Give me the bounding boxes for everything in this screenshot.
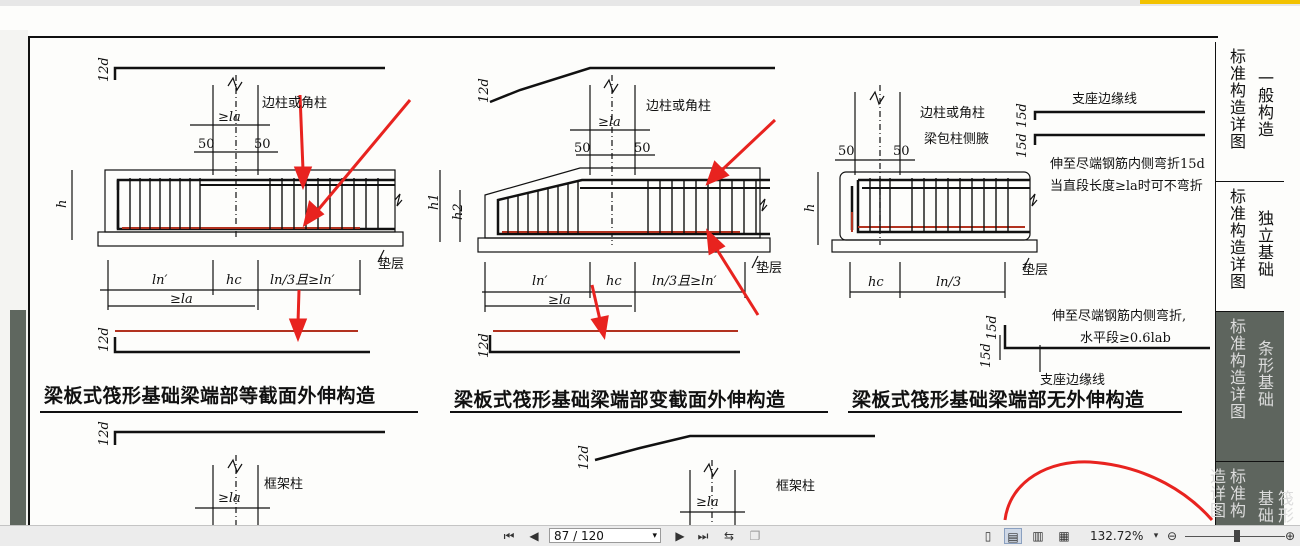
label-12d: 12d	[97, 57, 112, 82]
label-15d: 15d	[979, 343, 994, 368]
label-15d: 15d	[985, 315, 1000, 340]
label-edge-corner-column: 边柱或角柱	[646, 99, 711, 114]
drawing-frame	[28, 36, 1218, 533]
document-page	[0, 6, 1300, 525]
label-ln-prime: ln′	[152, 273, 168, 288]
note-straight-length: 当直段长度≥la时可不弯折	[1050, 178, 1203, 194]
tab-right-label: 条形基础	[1255, 340, 1274, 408]
label-ln-prime: ln′	[532, 274, 548, 289]
tab-right-label: 筏形基础	[1255, 490, 1294, 524]
rotate-icon[interactable]: ⇆	[723, 529, 735, 543]
label-h: h	[55, 200, 70, 208]
tab-right-label: 独立基础	[1255, 210, 1274, 278]
label-edge-corner-column: 边柱或角柱	[262, 96, 327, 111]
label-la: ≥la	[218, 110, 241, 125]
label-12d: 12d	[97, 327, 112, 352]
label-h2: h2	[451, 203, 466, 220]
grid-view-icon[interactable]: ▦	[1058, 529, 1070, 543]
label-50: 50	[198, 137, 215, 152]
tab-left-label: 标准构造详图	[1227, 48, 1246, 150]
diagram-no-extension	[817, 85, 1210, 372]
page-number-input[interactable]: 87 / 120 ▾	[549, 528, 661, 543]
chapter-tab-isolated[interactable]: 标准构造详图 独立基础	[1216, 182, 1284, 312]
tab-left-label: 标准构造详图	[1227, 318, 1246, 420]
label-15d: 15d	[1015, 103, 1030, 128]
label-frame-column: 框架柱	[264, 477, 303, 492]
tab-left-label: 标准构造详图	[1207, 468, 1246, 519]
tab-left-label: 标准构造详图	[1227, 188, 1246, 290]
label-50: 50	[893, 144, 910, 159]
label-h1: h1	[427, 193, 442, 210]
chevron-down-icon[interactable]: ▾	[652, 531, 657, 541]
label-la: ≥la	[696, 495, 719, 510]
label-la: ≥la	[218, 491, 241, 506]
label-cushion: 垫层	[1022, 262, 1048, 278]
zoom-in-icon[interactable]: ⊕	[1284, 529, 1296, 543]
label-50: 50	[574, 141, 591, 156]
label-50: 50	[838, 144, 855, 159]
label-50: 50	[254, 137, 271, 152]
label-12d: 12d	[577, 445, 592, 470]
label-la: ≥la	[598, 115, 621, 130]
label-ln3: ln/3且≥ln′	[270, 273, 335, 288]
top-accent-bar	[1140, 0, 1300, 4]
next-page-icon[interactable]: ▶	[675, 529, 685, 543]
label-la: ≥la	[548, 293, 571, 308]
zoom-slider-thumb[interactable]	[1234, 530, 1240, 542]
chapter-tab-raft[interactable]: 标准构造详图 筏形基础	[1207, 462, 1294, 532]
note-bend-inner: 伸至尽端钢筋内侧弯折,	[1052, 308, 1186, 324]
label-12d: 12d	[477, 78, 492, 103]
label-frame-column: 框架柱	[776, 479, 815, 494]
note-horizontal: 水平段≥0.6lab	[1080, 331, 1171, 346]
diagram-variable-section	[439, 66, 775, 354]
tab-right-label: 一般构造	[1255, 70, 1274, 138]
page-number-value: 87 / 120	[554, 529, 604, 543]
label-cushion: 垫层	[378, 256, 404, 272]
two-page-view-icon[interactable]: ▥	[1032, 529, 1044, 543]
copy-icon[interactable]: ❐	[749, 529, 761, 543]
label-hc: hc	[226, 273, 242, 288]
zoom-level[interactable]: 132.72%	[1090, 529, 1144, 543]
label-support-edge: 支座边缘线	[1040, 373, 1105, 388]
annotation-circle	[1003, 460, 1214, 521]
zoom-dropdown-icon[interactable]: ▾	[1153, 531, 1159, 541]
first-page-icon[interactable]: ⏮	[503, 529, 515, 543]
label-support-edge: 支座边缘线	[1072, 92, 1137, 107]
prev-page-icon[interactable]: ◀	[529, 529, 539, 543]
left-edge-grey-tab	[10, 310, 26, 525]
annotation-arrows	[288, 94, 777, 343]
chapter-index: 标准构造详图 一般构造 标准构造详图 独立基础 标准构造详图 条形基础 标准构造…	[1207, 42, 1294, 532]
label-la: ≥la	[170, 292, 193, 307]
caption-variable-section: 梁板式筏形基础梁端部变截面外伸构造	[453, 388, 786, 411]
note-bend-15d: 伸至尽端钢筋内侧弯折15d	[1050, 156, 1205, 172]
diagram-equal-section	[71, 66, 404, 354]
label-beam-haunch: 梁包柱侧腋	[924, 132, 989, 147]
label-h: h	[803, 204, 818, 212]
label-cushion: 垫层	[756, 260, 782, 276]
label-hc: hc	[606, 274, 622, 289]
caption-no-extension: 梁板式筏形基础梁端部无外伸构造	[851, 388, 1145, 411]
caption-equal-section: 梁板式筏形基础梁端部等截面外伸构造	[43, 384, 376, 407]
single-page-view-icon[interactable]: ▯	[984, 529, 992, 543]
chapter-tab-general[interactable]: 标准构造详图 一般构造	[1216, 42, 1284, 182]
label-12d: 12d	[477, 333, 492, 358]
label-ln3: ln/3且≥ln′	[652, 274, 717, 289]
zoom-out-icon[interactable]: ⊖	[1166, 529, 1178, 543]
label-edge-corner-column: 边柱或角柱	[920, 106, 985, 121]
label-15d: 15d	[1015, 133, 1030, 158]
label-hc: hc	[868, 275, 884, 290]
last-page-icon[interactable]: ⏭	[697, 529, 709, 543]
chapter-tab-strip[interactable]: 标准构造详图 条形基础	[1216, 312, 1284, 462]
label-12d: 12d	[97, 421, 112, 446]
continuous-view-icon[interactable]: ▤	[1004, 528, 1022, 544]
label-50: 50	[634, 141, 651, 156]
viewer-toolbar: ⏮ ◀ 87 / 120 ▾ ▶ ⏭ ⇆ ❐ ▯ ▤ ▥ ▦ 132.72% ▾…	[0, 525, 1300, 546]
label-ln3: ln/3	[936, 275, 961, 290]
drawing-canvas: 12d 12d 边柱或角柱 ≥la 50 50 h ln′ hc ln/3且≥l…	[40, 57, 1214, 525]
